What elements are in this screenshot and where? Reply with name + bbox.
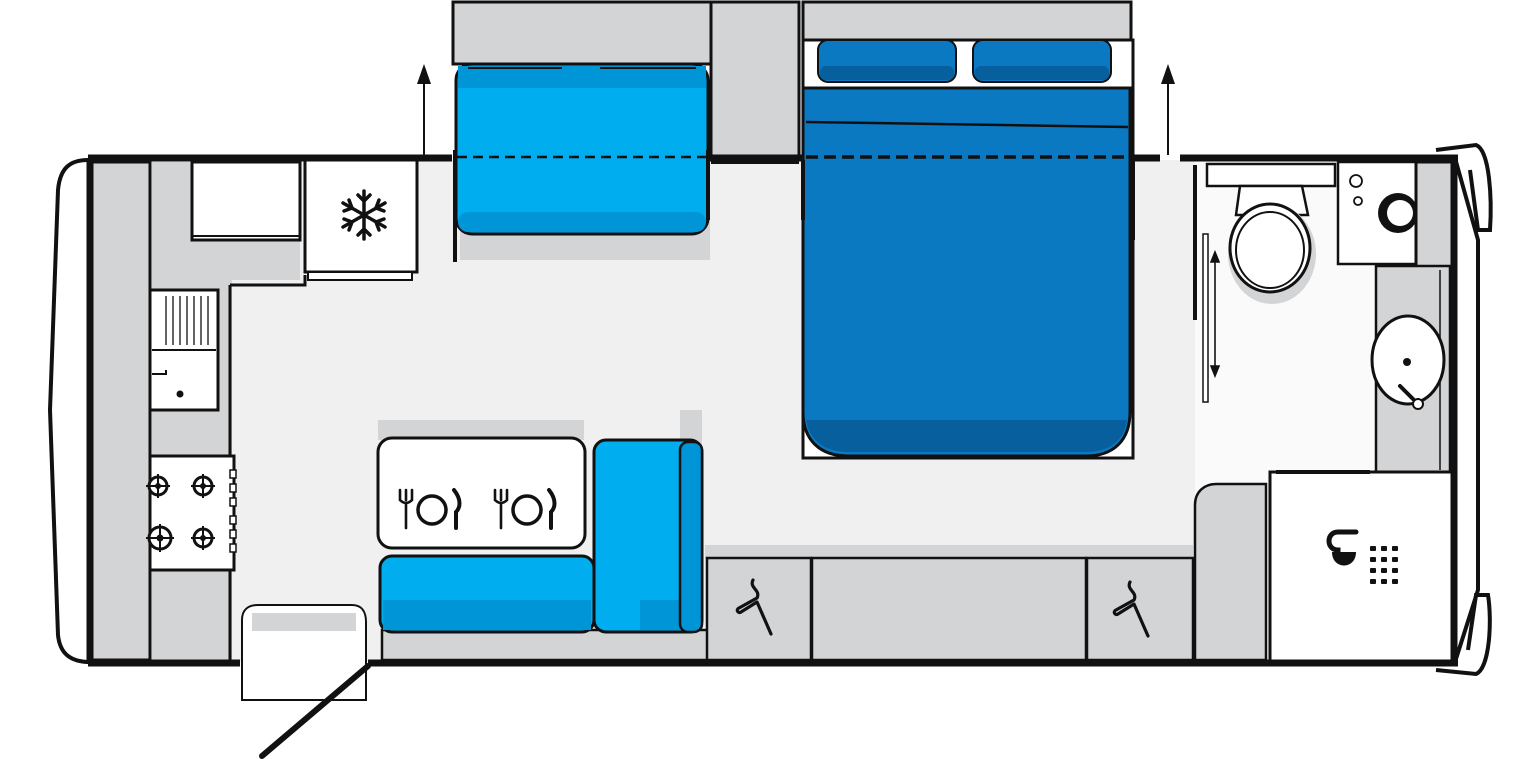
burner-icon xyxy=(146,474,170,498)
washing-machine[interactable] xyxy=(1336,160,1418,266)
toilet[interactable] xyxy=(1205,162,1337,304)
front-kitchen xyxy=(90,158,419,759)
ensuite xyxy=(1193,160,1454,664)
burner-icon xyxy=(146,524,174,552)
cooktop-knobs xyxy=(229,469,237,553)
vanity-basin[interactable] xyxy=(1370,264,1452,474)
drain-icon xyxy=(176,390,184,398)
front-nose xyxy=(47,158,91,664)
rear-cabinet xyxy=(1414,160,1454,270)
dinette-side-cushion[interactable] xyxy=(678,440,704,634)
kitchen-sink[interactable] xyxy=(148,288,220,412)
bunk-slideout-frame xyxy=(451,0,713,66)
sliding-door-arrow-icon xyxy=(1209,249,1221,379)
entry-door[interactable] xyxy=(259,663,371,759)
slide-out-queen-bed[interactable] xyxy=(801,0,1135,460)
tap-icon xyxy=(152,370,167,375)
dinette-shadow xyxy=(378,420,584,440)
arrow-up-icon xyxy=(417,64,431,155)
arrow-up-icon xyxy=(1161,64,1175,155)
queen-mattress[interactable] xyxy=(801,86,1132,458)
shower[interactable] xyxy=(1268,470,1454,664)
overhead-cupboard xyxy=(190,160,302,242)
bed-slideout-frame xyxy=(801,0,1133,42)
robe-between-slideouts xyxy=(709,0,801,164)
front-cabinet xyxy=(90,160,152,662)
cutlery-icon xyxy=(398,488,462,530)
overhead-cabinet xyxy=(810,556,1088,662)
wardrobe[interactable] xyxy=(1085,556,1195,662)
dinette-table[interactable] xyxy=(376,436,587,550)
burner-icon xyxy=(191,526,215,550)
shower-head-icon xyxy=(1326,529,1398,584)
burner-icon xyxy=(191,474,215,498)
snowflake-icon xyxy=(341,189,387,241)
coat-hanger-icon xyxy=(1112,580,1150,638)
cooktop[interactable] xyxy=(146,454,237,572)
cutlery-icon xyxy=(493,488,557,530)
dinette-seat-base xyxy=(380,628,710,662)
sliding-door[interactable] xyxy=(1202,233,1209,403)
bunk-mattress[interactable] xyxy=(454,62,710,236)
drainer-ribs xyxy=(165,296,209,345)
dinette xyxy=(376,410,710,662)
rear-bumper xyxy=(1435,593,1492,677)
rear-bumper xyxy=(1435,142,1493,232)
bathroom-cabinet xyxy=(1193,482,1268,662)
bed-fold-line xyxy=(805,120,1129,129)
exterior-walls xyxy=(86,154,1458,667)
coat-hanger-icon xyxy=(735,578,773,636)
slide-out-bunk[interactable] xyxy=(451,0,713,262)
